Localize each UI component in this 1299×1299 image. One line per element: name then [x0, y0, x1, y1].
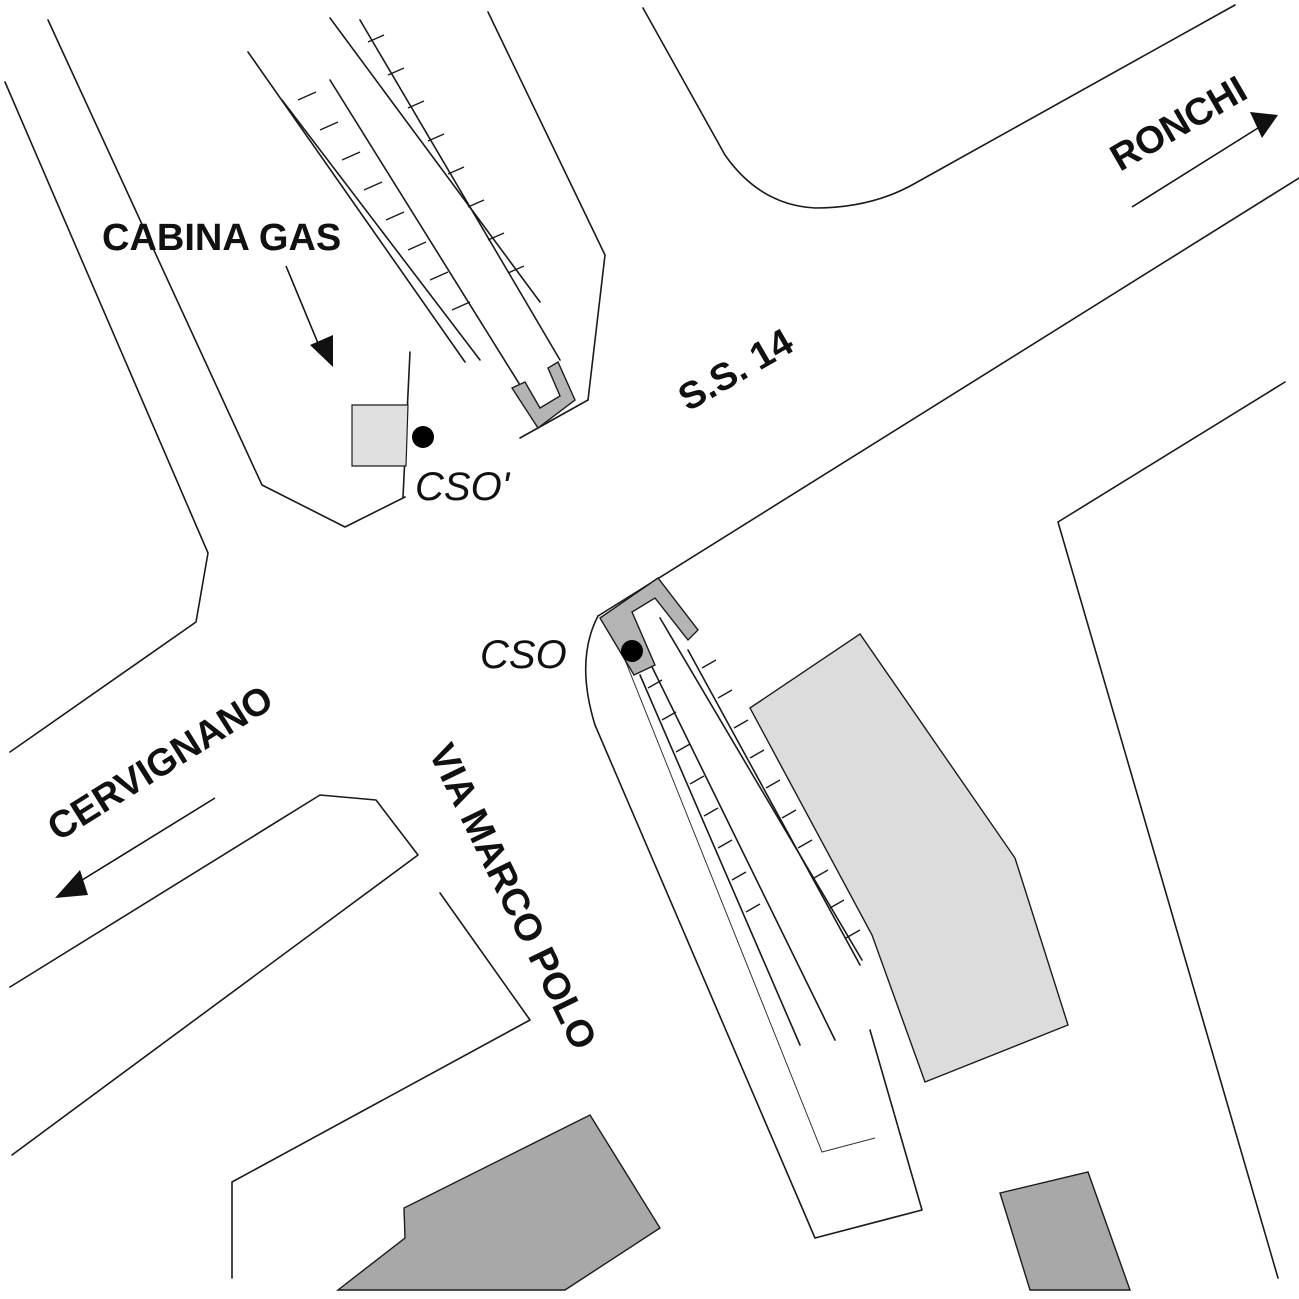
road-edge-southwest-1: [9, 794, 419, 1156]
road-edge-north-3: [487, 11, 606, 401]
shelter-north: [510, 360, 576, 430]
road-edge-cabina-block: [47, 19, 406, 528]
road-edge-northeast-block: [642, 4, 1236, 209]
label-cso: CSO: [480, 633, 567, 677]
cabina-gas-building: [351, 404, 409, 467]
road-edge-north-1: [247, 51, 466, 363]
hatch-strip-south-edge-b: [639, 674, 801, 1046]
ss14-south-edge: [597, 177, 1299, 617]
cabina-arrow-head-icon: [310, 335, 333, 367]
labels: CABINA GAS RONCHI S.S. 14 CSO' CSO CERVI…: [41, 68, 1255, 1056]
label-via-marco-polo: VIA MARCO POLO: [420, 738, 604, 1057]
hatch-strip-north: [281, 19, 561, 386]
road-edge-marco-polo-east: [584, 615, 923, 1239]
ronchi-arrow-head-icon: [1250, 112, 1278, 138]
ronchi-arrow-line: [1131, 127, 1259, 208]
ss14-north-edge-stub: [519, 399, 589, 439]
arrows: [55, 112, 1278, 898]
cervignano-arrow-line: [73, 797, 216, 886]
building-south-west: [335, 1114, 661, 1291]
hatch-ticks-north: [297, 34, 525, 311]
label-cabina-gas: CABINA GAS: [102, 217, 341, 259]
road-edge-east-block: [1057, 381, 1286, 1279]
cso-prime-point-icon: [412, 426, 434, 448]
label-ss14: S.S. 14: [672, 321, 801, 420]
shelters: [510, 360, 699, 676]
hatch-ticks-south: [647, 659, 861, 939]
buildings: [335, 404, 1131, 1291]
hatch-strip-north-edge-b: [359, 19, 561, 361]
label-cervignano: CERVIGNANO: [41, 678, 281, 850]
cso-point-icon: [621, 640, 643, 662]
hatch-strip-south-edge-c: [659, 617, 863, 961]
shelter-south: [599, 577, 699, 676]
cabina-arrow-line: [285, 265, 321, 349]
hatch-strip-south: [624, 617, 876, 1153]
building-south-east: [999, 1171, 1131, 1291]
hatch-strip-south-edge-a: [629, 621, 836, 1041]
hatch-strip-south-edge-d: [687, 649, 861, 966]
hatch-strip-north-mid: [329, 79, 521, 386]
road-edge-north-2: [329, 17, 541, 303]
monitoring-points: [412, 426, 643, 662]
cervignano-arrow-head-icon: [55, 870, 88, 898]
road-edges: [4, 4, 1299, 1279]
road-edge-left-west: [4, 81, 209, 753]
label-cso-prime: CSO': [415, 465, 511, 509]
road-edge-southwest-2: [231, 892, 531, 1279]
hatch-strip-south-inner-line: [624, 659, 876, 1153]
label-ronchi: RONCHI: [1104, 68, 1255, 179]
hatch-strip-north-edge-a: [281, 99, 481, 361]
building-east-large: [749, 633, 1069, 1083]
